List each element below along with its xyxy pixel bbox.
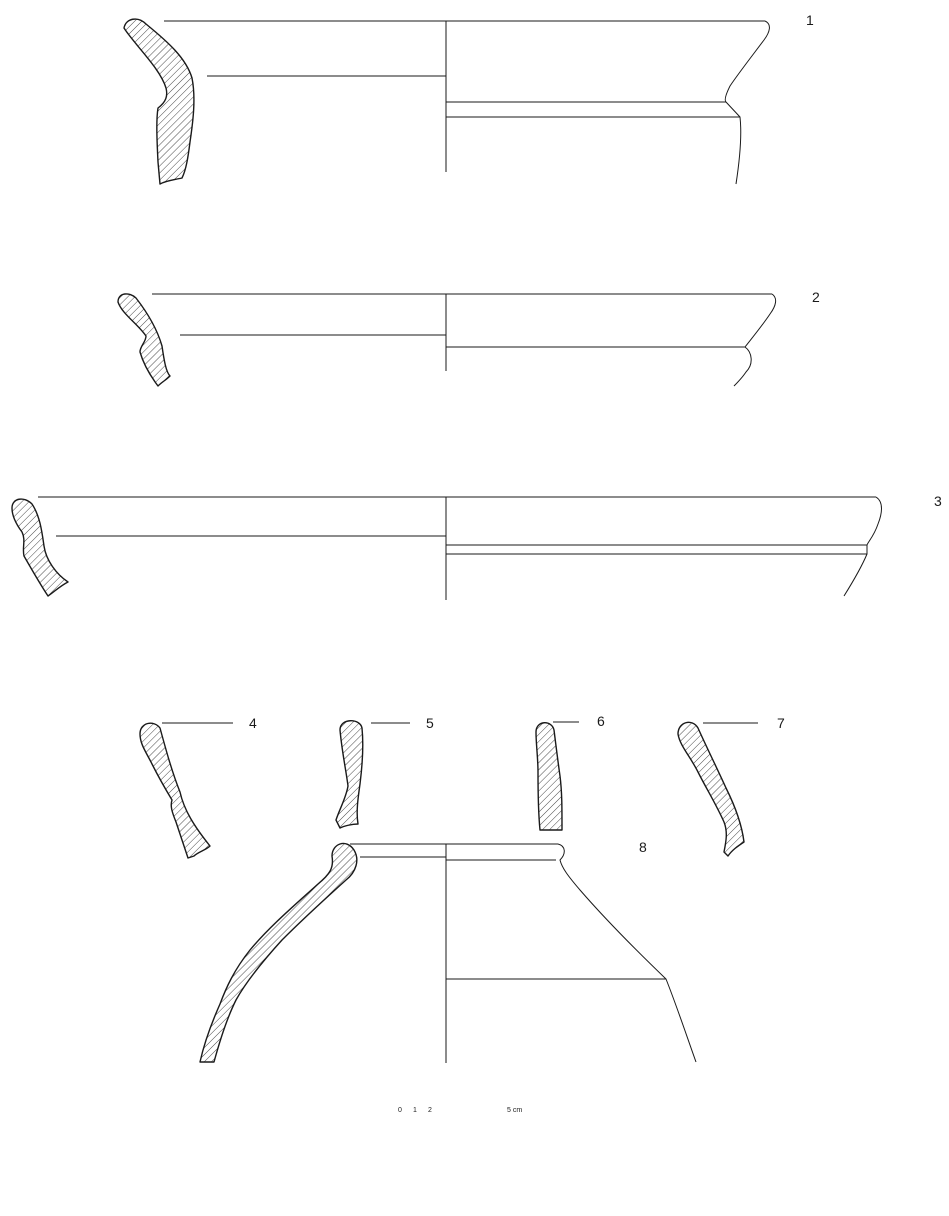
- sherd-6: 6: [535, 713, 605, 831]
- scale-tick-2: 2: [428, 1107, 432, 1114]
- vessel-3-outer-profile: [843, 496, 882, 597]
- scale-end-label: 5 cm: [507, 1107, 522, 1114]
- vessel-2: 2: [117, 289, 820, 387]
- sherd-4-number: 4: [249, 715, 257, 731]
- sherd-6-number: 6: [597, 713, 605, 729]
- scale-tick-0: 0: [398, 1107, 402, 1114]
- vessel-2-profile-section: [117, 293, 171, 387]
- sherd-5-number: 5: [426, 715, 434, 731]
- vessel-8: 8: [199, 839, 697, 1063]
- vessel-8-number: 8: [639, 839, 647, 855]
- sherd-7-number: 7: [777, 715, 785, 731]
- sherd-5: 5: [335, 715, 434, 829]
- vessel-8-profile-section: [199, 842, 358, 1063]
- sherd-6-profile-section: [535, 722, 563, 831]
- sherd-4-profile-section: [139, 722, 211, 859]
- scale-bar: 0 1 2 5 cm: [398, 1107, 522, 1114]
- vessel-1-number: 1: [806, 12, 814, 28]
- vessel-2-number: 2: [812, 289, 820, 305]
- vessel-1: 1: [123, 12, 814, 185]
- scale-tick-1: 1: [413, 1107, 417, 1114]
- vessel-1-profile-section: [123, 18, 195, 185]
- sherd-7-profile-section: [677, 721, 745, 857]
- sherd-7: 7: [677, 715, 785, 857]
- vessel-8-outer-profile: [557, 843, 697, 1063]
- vessel-1-outer-profile: [724, 20, 770, 185]
- sherd-4: 4: [139, 715, 257, 859]
- vessel-3-number: 3: [934, 493, 942, 509]
- vessel-3-profile-section: [11, 498, 69, 597]
- sherd-5-profile-section: [335, 720, 364, 829]
- vessel-2-outer-profile: [733, 293, 777, 387]
- vessel-3: 3: [11, 493, 942, 600]
